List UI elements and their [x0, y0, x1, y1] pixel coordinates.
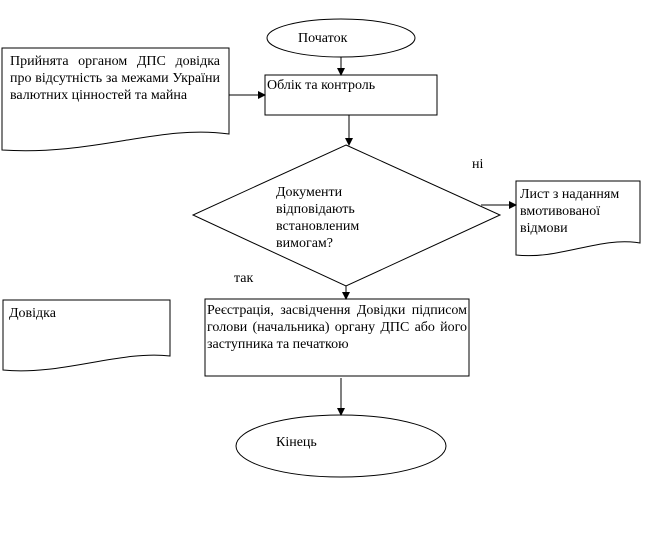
end-label: Кінець	[276, 435, 317, 450]
result-document-label: Довідка	[9, 306, 56, 321]
decision-label: Документи відповідають встановленим вимо…	[276, 185, 360, 251]
start-label: Початок	[298, 31, 348, 46]
certificate-document-label: Прийнята органом ДПС довідка про відсутн…	[10, 54, 220, 103]
control-process-shape	[264, 74, 438, 116]
refusal-document-label: Лист з наданням вмотивованої відмови	[520, 187, 620, 236]
register-process-label: Реєстрація, засвідчення Довідки підписом…	[207, 303, 467, 352]
register-process-shape	[204, 298, 470, 377]
control-process-label: Облік та контроль	[267, 78, 376, 93]
result-document-shape	[2, 299, 171, 372]
certificate-document-shape	[1, 47, 230, 152]
refusal-document-shape	[515, 180, 641, 257]
yes-branch-label: так	[234, 271, 254, 286]
end-terminator-shape	[235, 414, 447, 478]
no-branch-label: ні	[472, 157, 484, 172]
